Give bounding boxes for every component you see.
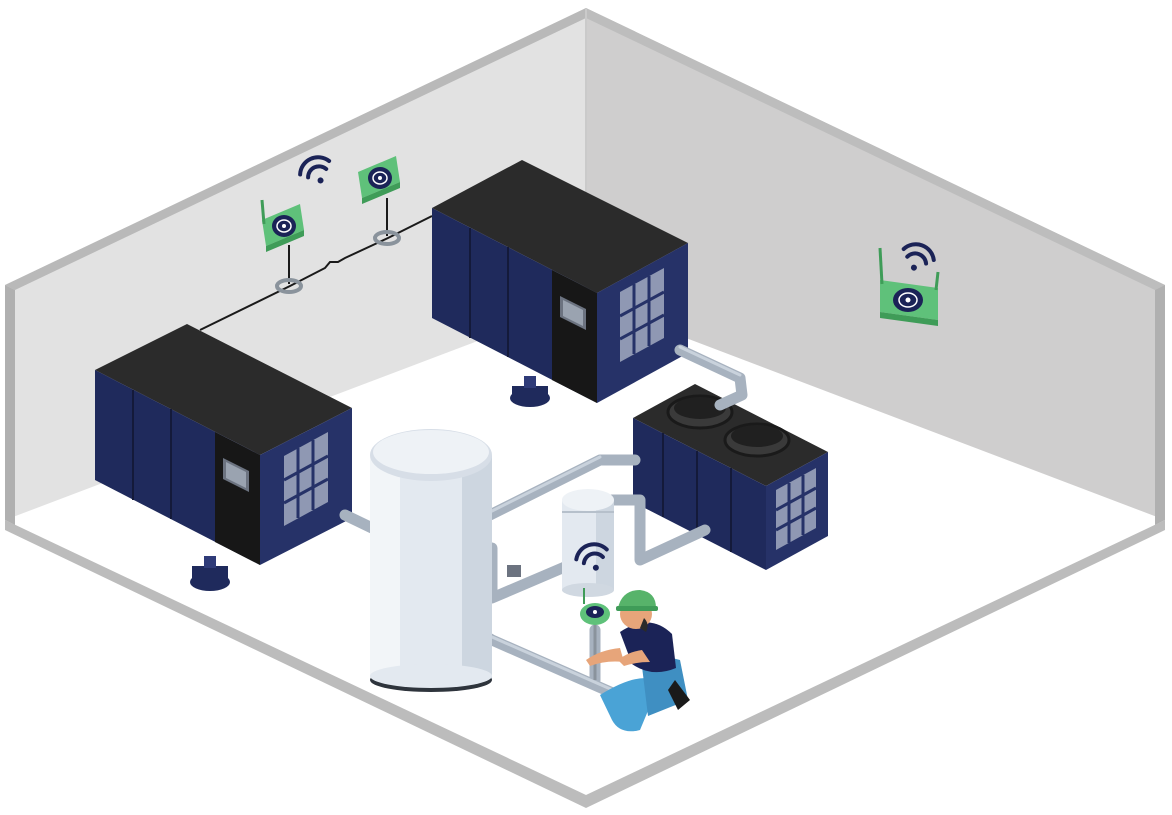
wifi-icon bbox=[574, 542, 609, 571]
current-transformer-ring-icon bbox=[373, 230, 401, 246]
air-receiver-tank bbox=[370, 429, 492, 692]
machine-window bbox=[620, 268, 664, 362]
wall-edge-right bbox=[1155, 285, 1165, 525]
wireless-sensor-icon bbox=[358, 156, 400, 204]
technician-figure bbox=[586, 590, 690, 732]
wireless-sensor-icon bbox=[260, 199, 304, 252]
compressor-front bbox=[95, 324, 352, 591]
dryer-unit bbox=[633, 384, 828, 570]
wall-rim-right bbox=[586, 8, 1165, 290]
machine-window bbox=[776, 468, 816, 550]
wall-rim-left bbox=[5, 8, 586, 290]
wifi-icon bbox=[901, 242, 936, 271]
small-tank bbox=[562, 489, 614, 597]
wireless-sensor-icon bbox=[580, 588, 610, 680]
pressure-valve bbox=[507, 565, 521, 577]
wireless-sensor-icon bbox=[878, 247, 940, 326]
wifi-icon bbox=[298, 155, 332, 184]
wall-edge-left bbox=[5, 285, 15, 525]
right-wall bbox=[586, 8, 1165, 520]
compressor-back bbox=[432, 160, 688, 407]
current-transformer-ring-icon bbox=[275, 278, 303, 294]
machine-window bbox=[284, 432, 328, 526]
